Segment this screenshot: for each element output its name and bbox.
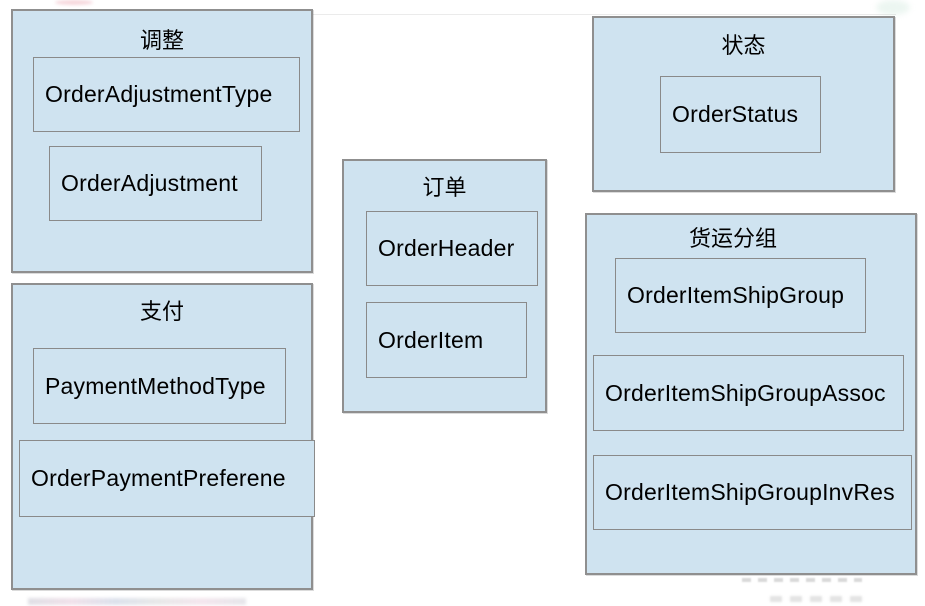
group-order: 订单 OrderHeader OrderItem <box>342 159 547 413</box>
entity-order-item-ship-group-inv-res: OrderItemShipGroupInvRes <box>593 455 912 530</box>
bottomright-cutoff-artifact <box>742 578 862 582</box>
entity-order-payment-preference: OrderPaymentPreferene <box>19 440 315 517</box>
group-order-title: 订单 <box>422 176 467 201</box>
bottomright-cutoff-artifact <box>770 596 870 602</box>
entity-order-adjustment-type: OrderAdjustmentType <box>33 57 300 132</box>
entity-order-header: OrderHeader <box>366 211 538 286</box>
group-payment: 支付 PaymentMethodType OrderPaymentPrefere… <box>11 283 315 590</box>
entity-payment-method-type: PaymentMethodType <box>33 348 286 424</box>
group-adjustment-title: 调整 <box>139 29 184 54</box>
pink-edge-artifact <box>55 0 93 5</box>
entity-order-item-ship-group-assoc: OrderItemShipGroupAssoc <box>593 355 904 431</box>
group-payment-title: 支付 <box>139 300 184 325</box>
bottomleft-cutoff-artifact <box>28 598 246 605</box>
group-status-title: 状态 <box>721 34 766 59</box>
entity-order-item: OrderItem <box>366 302 527 378</box>
topright-edge-artifact <box>876 0 910 15</box>
entity-order-item-ship-group: OrderItemShipGroup <box>615 258 866 333</box>
entity-order-status: OrderStatus <box>660 76 821 153</box>
group-adjustment: 调整 OrderAdjustmentType OrderAdjustment <box>11 9 313 273</box>
group-ship-group-title: 货运分组 <box>688 227 777 252</box>
faint-horizontal-rule <box>312 14 896 15</box>
entity-order-adjustment: OrderAdjustment <box>49 146 262 221</box>
group-status: 状态 OrderStatus <box>592 16 895 192</box>
group-ship-group: 货运分组 OrderItemShipGroup OrderItemShipGro… <box>585 213 917 575</box>
